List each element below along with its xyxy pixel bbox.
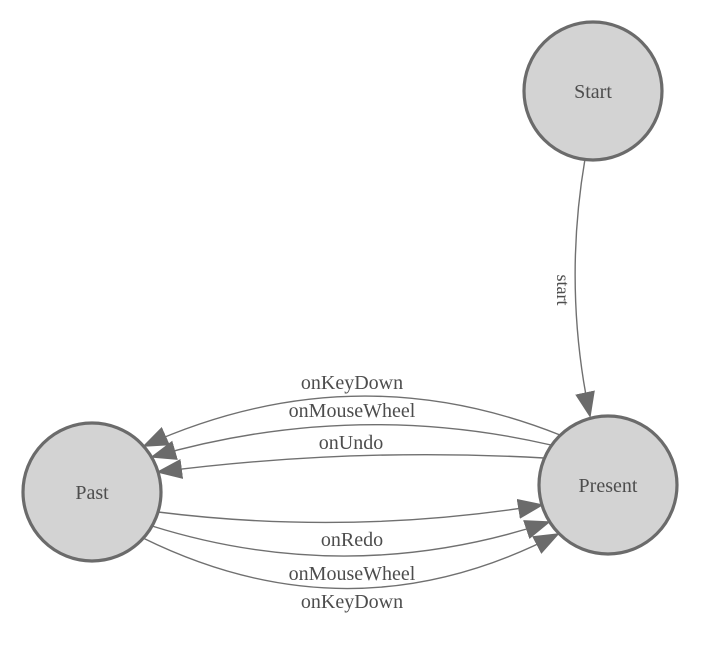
node-start-circle <box>522 20 664 162</box>
edge-label-onmousewheel-bottom: onMouseWheel <box>289 563 416 585</box>
edge-present-to-past-onmousewheel <box>150 423 552 460</box>
edge-label-onmousewheel-top: onMouseWheel <box>289 400 416 422</box>
edge-past-to-present-onkeydown <box>142 533 560 590</box>
node-past-label: Past <box>75 482 109 504</box>
node-present: Present <box>537 414 679 556</box>
edge-label-onkeydown-top: onKeyDown <box>301 372 403 394</box>
node-past: Past <box>21 421 163 563</box>
edge-label-onkeydown-bottom: onKeyDown <box>301 591 403 613</box>
edge-start-to-present <box>574 158 595 418</box>
edge-group: start onKeyDown onMouseWheel onUndo onRe… <box>142 158 595 613</box>
node-start-label: Start <box>574 81 612 103</box>
node-start: Start <box>522 20 664 162</box>
node-present-label: Present <box>579 475 638 497</box>
node-present-circle <box>537 414 679 556</box>
edge-label-onredo: onRedo <box>321 529 383 551</box>
edge-past-to-present-onmousewheel <box>151 520 551 557</box>
edge-label-onundo: onUndo <box>319 432 383 454</box>
edge-present-to-past-onkeydown <box>142 395 561 447</box>
edge-present-to-past-onundo <box>156 453 545 479</box>
node-past-circle <box>21 421 163 563</box>
edge-label-start: start <box>553 275 573 306</box>
edge-past-to-present-onredo <box>157 498 544 524</box>
